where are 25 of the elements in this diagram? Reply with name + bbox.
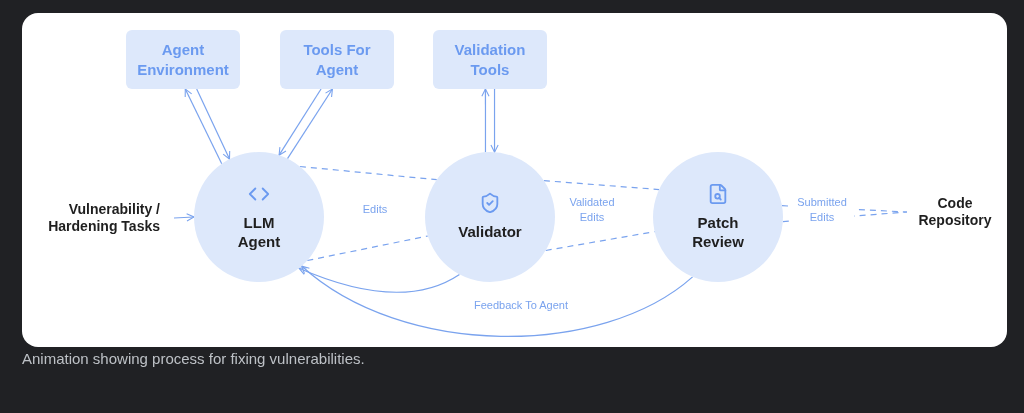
process-box	[433, 30, 547, 89]
node-label: Validator	[458, 222, 522, 242]
arrow	[278, 88, 322, 156]
dashed-connector	[299, 165, 438, 181]
arrow	[490, 88, 499, 153]
dashed-connector	[543, 180, 660, 191]
arrow	[196, 88, 231, 160]
caption: Animation showing process for fixing vulnerabilities.	[22, 350, 365, 367]
arrow	[286, 88, 334, 160]
arrow	[173, 213, 195, 222]
process-box	[126, 30, 240, 89]
node-label: Patch Review	[691, 212, 745, 252]
node-label: Agent Environment	[137, 40, 229, 79]
arrow	[481, 88, 490, 153]
node-label: Tools For Agent	[302, 40, 372, 79]
node-label: Vulnerability / Hardening Tasks	[47, 200, 160, 236]
arrow	[184, 88, 223, 165]
node-label: Code Repository	[917, 194, 993, 230]
node-label: LLM Agent	[236, 212, 282, 252]
process-box	[280, 30, 394, 89]
arrow	[298, 267, 461, 293]
dashed-connector	[306, 235, 429, 262]
node-label: Validation Tools	[453, 40, 527, 79]
edge-label: Submitted Edits	[790, 195, 854, 225]
arrow	[301, 265, 694, 337]
